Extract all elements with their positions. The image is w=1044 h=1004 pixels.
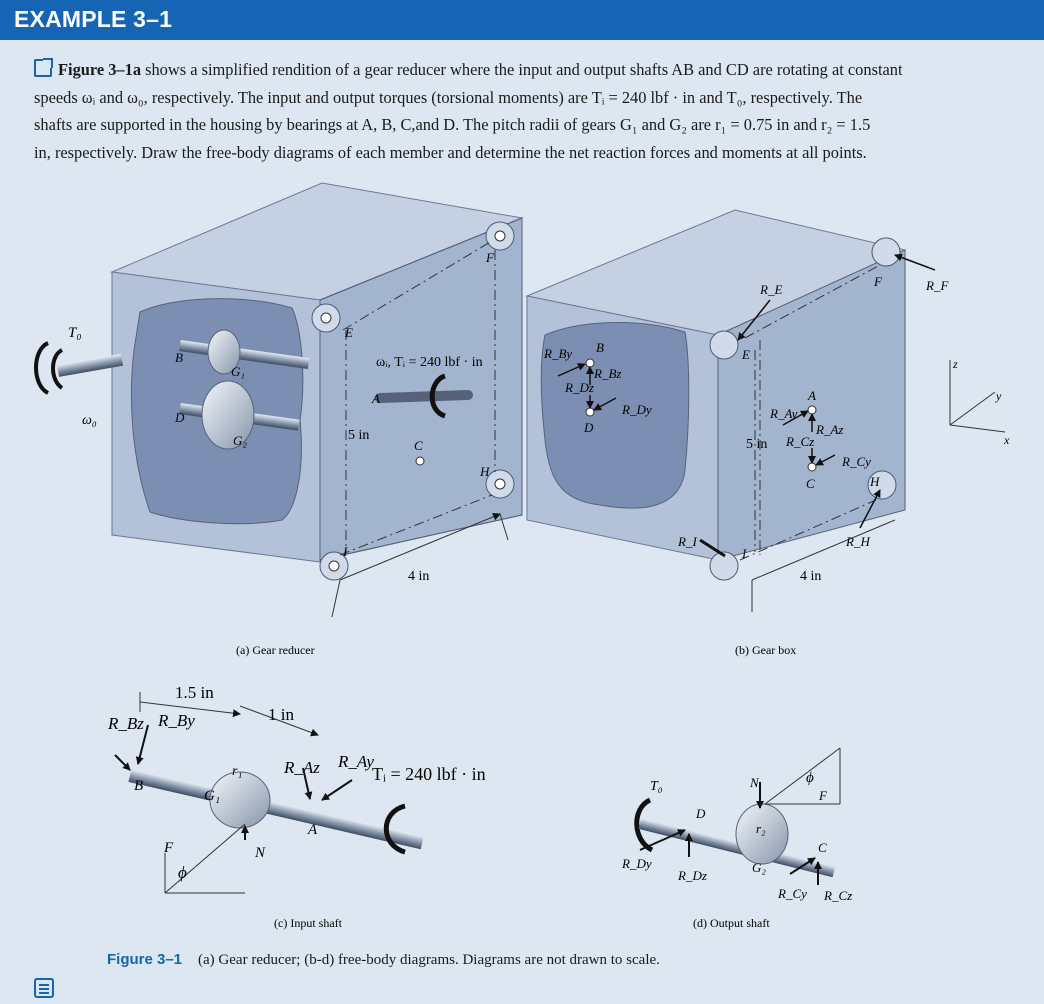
d-caption: (d) Output shaft	[693, 916, 770, 930]
a-label-B: B	[175, 350, 183, 365]
b-label-D: D	[583, 420, 594, 435]
b-label-dim5: 5 in	[746, 437, 767, 452]
b-label-B: B	[596, 340, 604, 355]
b-label-RE: R_E	[759, 282, 782, 297]
d-label-C: C	[818, 840, 827, 855]
b-label-RBy: R_By	[543, 346, 572, 361]
a-label-wo: ω₀	[82, 413, 97, 428]
a-label-wiTi: ωᵢ, Tᵢ = 240 lbf · in	[376, 355, 483, 370]
a-label-H: H	[479, 464, 490, 479]
problem-line-3: shafts are supported in the housing by b…	[34, 115, 871, 134]
d-label-r2: r₂	[756, 821, 766, 836]
gear-reducer-drawing	[34, 182, 524, 618]
a-label-D: D	[174, 410, 185, 425]
a-label-A: A	[371, 391, 380, 406]
b-label-RCy: R_Cy	[841, 454, 871, 469]
d-label-D: D	[695, 806, 706, 821]
b-label-RDz: R_Dz	[564, 380, 594, 395]
b-label-C: C	[806, 476, 815, 491]
c-label-N: N	[254, 845, 266, 861]
b-label-RBz: R_Bz	[593, 366, 621, 381]
figure-link[interactable]: Figure 3–1a	[58, 60, 142, 79]
d-label-RCy: R_Cy	[777, 886, 807, 901]
d-label-RDz: R_Dz	[677, 868, 707, 883]
c-label-RBy: R_By	[157, 711, 195, 730]
c-label-RAz: R_Az	[283, 758, 320, 777]
figure-caption: Figure 3–1 (a) Gear reducer; (b-d) free-b…	[107, 951, 660, 969]
c-label-Ti: Tᵢ = 240 lbf · in	[372, 764, 486, 784]
axis-x-label: x	[1003, 433, 1010, 447]
a-label-C: C	[414, 438, 423, 453]
d-label-RDy: R_Dy	[621, 856, 652, 871]
external-link-icon[interactable]	[34, 58, 53, 77]
d-label-phi: ϕ	[806, 770, 814, 786]
figure-3-1: T₀ ω₀ B D G₁ G₂ E F H I A C ωᵢ, Tᵢ = 240…	[34, 182, 1010, 930]
figure-caption-text: (a) Gear reducer; (b-d) free-body diagra…	[198, 952, 660, 968]
c-label-RAy: R_Ay	[337, 752, 374, 771]
a-label-dim5: 5 in	[348, 428, 369, 443]
d-label-RCz: R_Cz	[823, 888, 852, 903]
a-label-I: I	[342, 544, 348, 559]
a-label-To: T₀	[68, 325, 82, 341]
d-label-To: T₀	[650, 779, 663, 794]
figure-caption-label: Figure 3–1	[107, 951, 183, 968]
b-label-F: F	[873, 274, 883, 289]
b-label-dim4: 4 in	[800, 569, 821, 584]
axis-y-label: y	[995, 389, 1002, 403]
b-label-RDy: R_Dy	[621, 402, 652, 417]
b-caption: (b) Gear box	[735, 643, 796, 657]
a-label-G2: G₂	[233, 433, 247, 448]
output-shaft-drawing	[634, 747, 841, 885]
c-label-phi: ϕ	[178, 863, 187, 882]
b-label-RCz: R_Cz	[785, 434, 814, 449]
d-label-G2: G₂	[752, 860, 766, 875]
input-shaft-drawing	[114, 692, 424, 894]
b-label-RF: R_F	[925, 278, 949, 293]
notes-icon[interactable]	[34, 978, 54, 998]
axis-z-label: z	[952, 357, 958, 371]
b-label-E: E	[741, 347, 750, 362]
c-label-dim15: 1.5 in	[175, 683, 214, 702]
b-label-RI: R_I	[677, 534, 697, 549]
problem-line-2: speeds ωᵢ and ω₀, respectively. The inpu…	[34, 87, 863, 107]
problem-line-1: shows a simplified rendition of a gear r…	[141, 60, 903, 79]
d-label-F: F	[818, 788, 828, 803]
c-label-B: B	[134, 778, 143, 794]
c-caption: (c) Input shaft	[274, 916, 343, 930]
b-label-RAy: R_Ay	[769, 406, 798, 421]
c-label-dim1: 1 in	[268, 705, 294, 724]
c-label-G1: G₁	[204, 788, 220, 804]
problem-line-4: in, respectively. Draw the free-body dia…	[34, 142, 867, 162]
c-label-F: F	[163, 840, 174, 856]
a-label-dim4: 4 in	[408, 569, 429, 584]
a-label-E: E	[344, 325, 353, 340]
b-label-I: I	[741, 546, 747, 561]
d-label-N: N	[749, 775, 760, 790]
problem-statement: Figure 3–1a shows a simplified rendition…	[34, 56, 1024, 166]
example-title: EXAMPLE 3–1	[14, 6, 173, 32]
b-label-H: H	[869, 474, 880, 489]
c-label-RBz: R_Bz	[107, 714, 144, 733]
c-label-A: A	[307, 822, 318, 838]
a-label-G1: G₁	[231, 364, 245, 379]
b-label-RH: R_H	[845, 534, 870, 549]
b-label-RAz: R_Az	[815, 422, 843, 437]
gear-box-drawing	[525, 209, 936, 612]
b-label-A: A	[807, 388, 816, 403]
example-header: EXAMPLE 3–1	[0, 0, 1044, 40]
a-caption: (a) Gear reducer	[236, 643, 315, 657]
coordinate-axes	[949, 360, 1006, 433]
a-label-F: F	[485, 250, 495, 265]
c-label-r1: r₁	[232, 764, 242, 779]
